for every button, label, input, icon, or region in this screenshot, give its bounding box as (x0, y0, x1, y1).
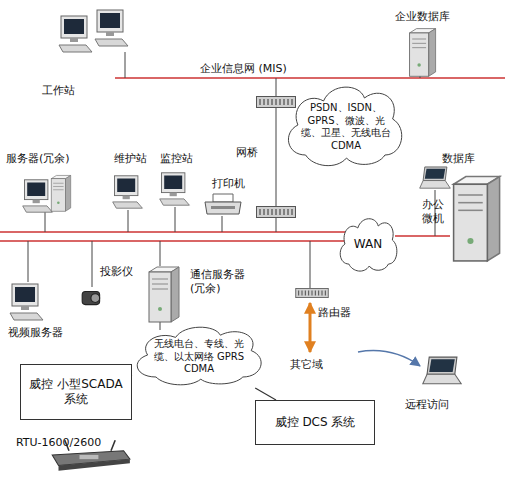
bridge-device (257, 207, 296, 218)
projector-icon (82, 292, 99, 305)
device-label: 企业信息网 (MIS) (200, 62, 287, 76)
bridge-device (257, 97, 296, 108)
database-server (454, 177, 500, 261)
device-label: 投影仪 (100, 265, 133, 279)
device-label: 服务器(冗余) (6, 152, 70, 166)
device-label: RTU-1600/2600 (16, 436, 101, 450)
device-label: 通信服务器 (冗余) (190, 268, 252, 296)
device-label: 视频服务器 (8, 326, 63, 340)
device-label: 企业数据库 (395, 10, 450, 24)
lan-bus (0, 240, 345, 242)
node-text: PSDN、ISDN、GPRS、微波、光缆、卫星、无线电台 CDMA (298, 102, 394, 152)
workstation-icon (59, 16, 92, 52)
mis-bus (115, 77, 505, 79)
cloud-outline (137, 327, 261, 385)
device-label: 维护站 (114, 152, 147, 166)
router-device (296, 288, 329, 297)
drop-wires (28, 52, 435, 330)
maintenance-station (113, 176, 143, 208)
cloud-outline (340, 219, 397, 271)
system-box: 威控 DCS 系统 (255, 400, 375, 445)
device-label: 办公微机 (422, 198, 446, 226)
cloud-outline (288, 87, 401, 166)
device-label: 打印机 (212, 177, 245, 191)
wan-cloud: WAN (336, 214, 400, 274)
remote-arrow (358, 351, 420, 366)
system-box: 威控 小型SCADA系统 (20, 364, 132, 420)
device-label: 数据库 (442, 152, 475, 166)
printer-icon (205, 194, 241, 214)
remote-laptop (423, 357, 461, 384)
device-label: 路由器 (318, 306, 351, 320)
database-server (410, 29, 436, 77)
node-text: WAN (354, 237, 382, 252)
wan-link (395, 235, 450, 237)
monitor-station (160, 173, 190, 205)
node-text: 威控 DCS 系统 (275, 415, 356, 430)
network-cloud: 无线电台、专线、光缆、以太网络 GPRS CDMA (128, 322, 268, 388)
lan-bus (0, 231, 345, 233)
server-icon (23, 180, 53, 212)
domain-arrow (309, 303, 312, 352)
device-label: 其它域 (290, 358, 323, 372)
device-label: 远程访问 (405, 398, 449, 412)
link-line (255, 388, 276, 400)
node-text: 无线电台、专线、光缆、以太网络 GPRS CDMA (146, 338, 252, 376)
node-text: 威控 小型SCADA系统 (25, 377, 127, 407)
device-label: 监控站 (160, 152, 193, 166)
comm-server (149, 267, 179, 322)
server-icon (51, 175, 70, 211)
video-server (10, 284, 43, 320)
device-label: 网桥 (236, 146, 258, 160)
office-pc (420, 167, 451, 188)
device-label: 工作站 (42, 84, 75, 98)
network-cloud: PSDN、ISDN、GPRS、微波、光缆、卫星、无线电台 CDMA (280, 80, 408, 170)
workstation-icon (95, 10, 128, 46)
